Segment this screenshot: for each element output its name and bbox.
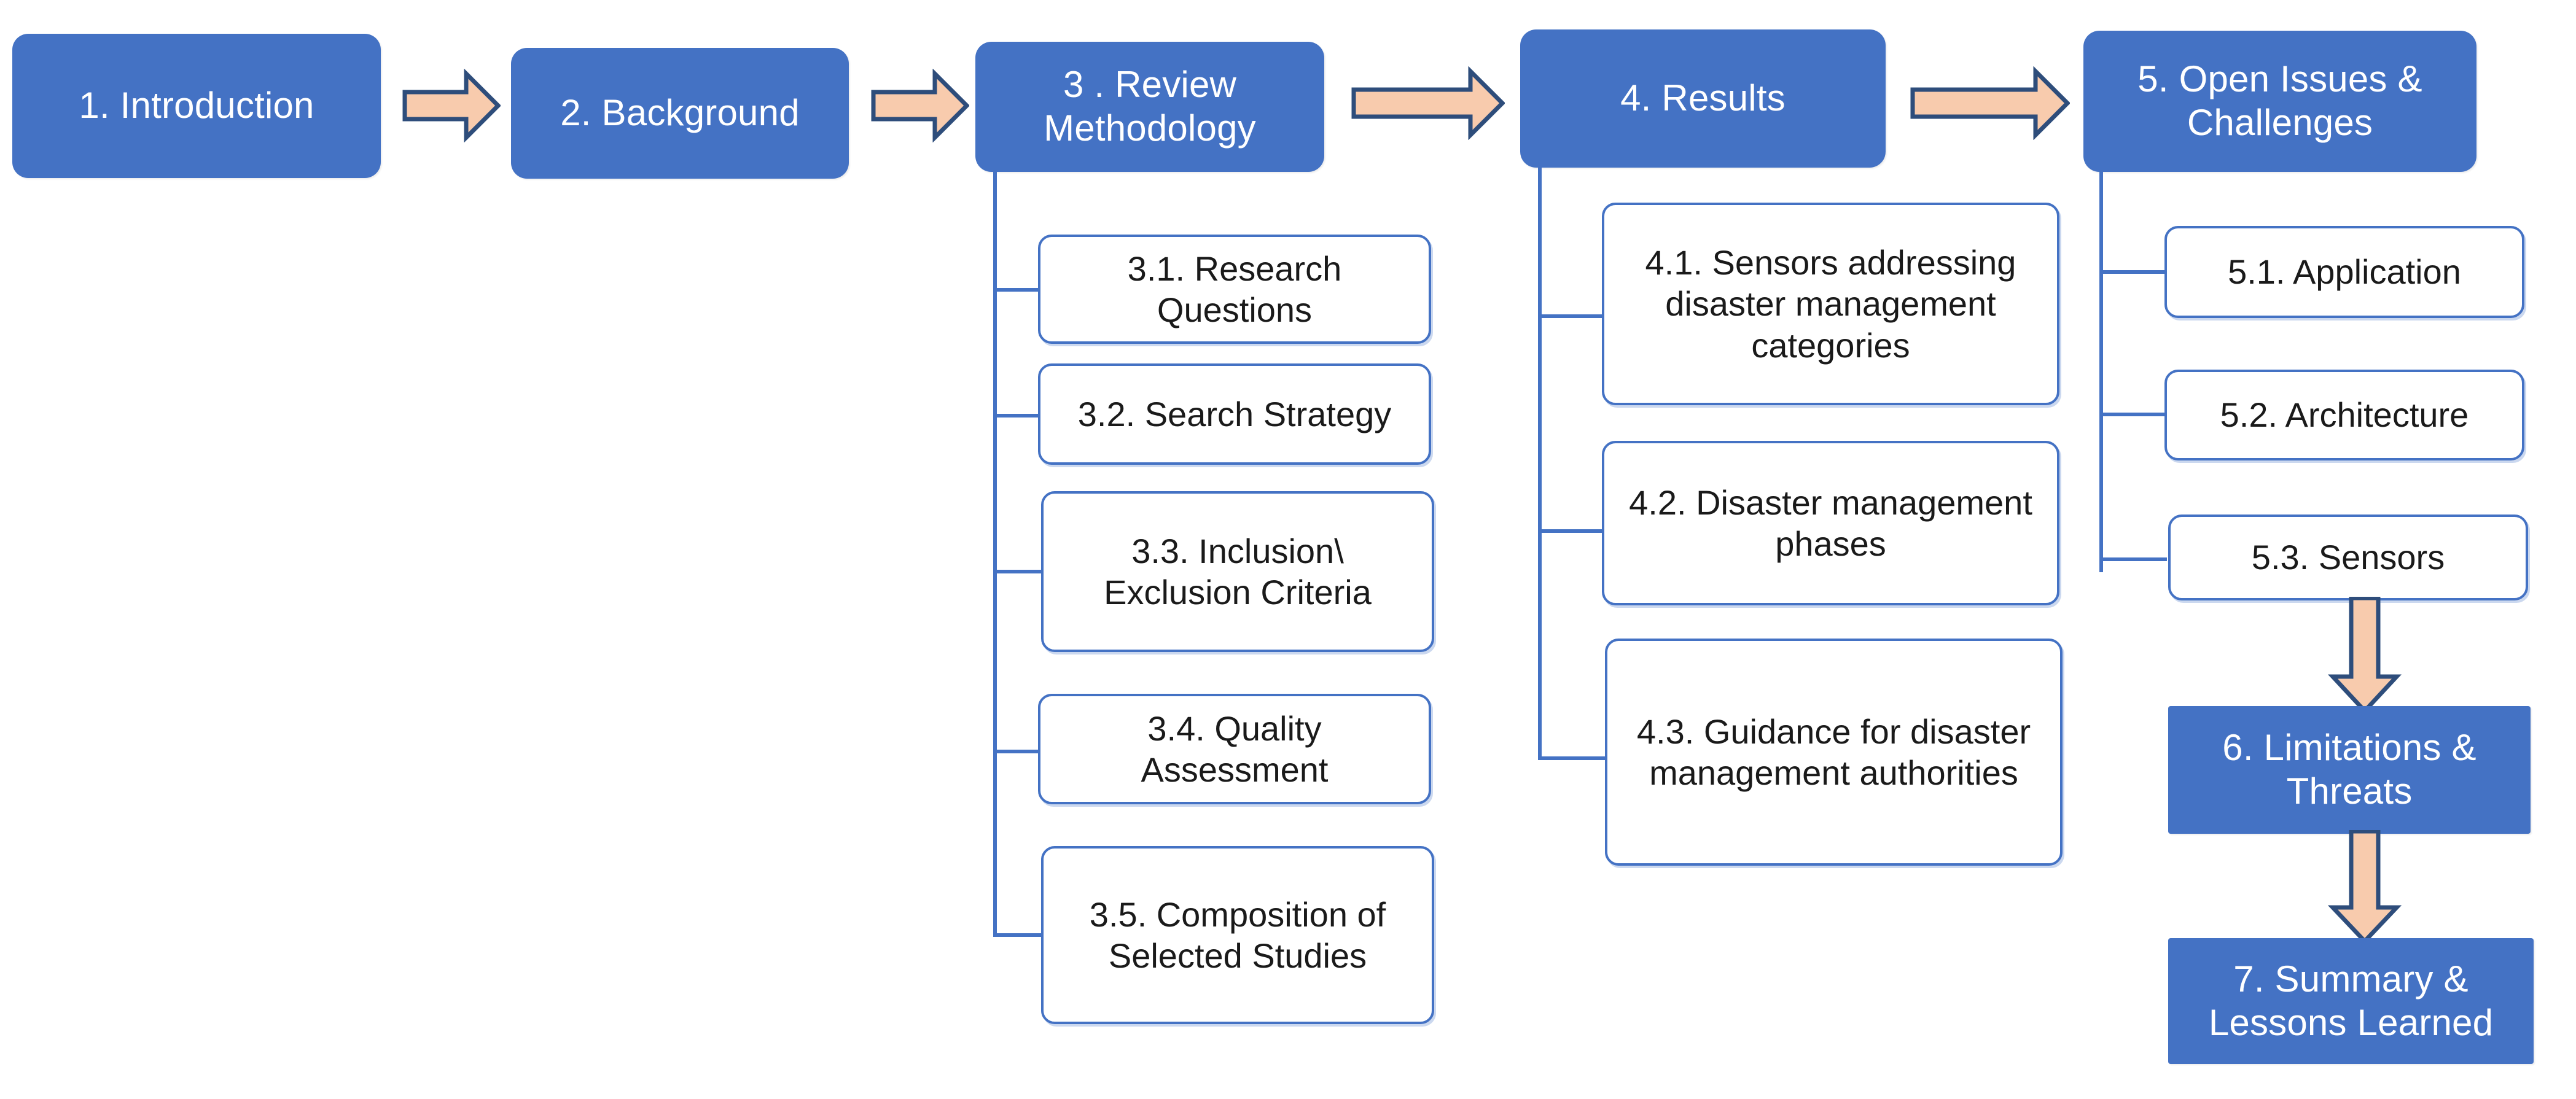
subnode-3-1-research-questions[interactable]: 3.1. Research Questions bbox=[1038, 235, 1431, 344]
arrow-background-to-methodology bbox=[871, 69, 969, 142]
subnode-4-2-disaster-management-phases[interactable]: 4.2. Disaster management phases bbox=[1602, 441, 2059, 605]
subnode-3-5-composition-of-selected-studies[interactable]: 3.5. Composition of Selected Studies bbox=[1041, 846, 1434, 1024]
subnode-4-3-guidance-for-disaster-management-authorities[interactable]: 4.3. Guidance for disaster management au… bbox=[1605, 639, 2063, 866]
connector-stub-4-1 bbox=[1538, 314, 1606, 318]
node-label: 3 . Review Methodology bbox=[1044, 64, 1256, 149]
subnode-label: 4.2. Disaster management phases bbox=[1629, 483, 2032, 563]
arrow-intro-to-background bbox=[402, 69, 501, 142]
subnode-label: 5.3. Sensors bbox=[2251, 538, 2445, 577]
subnode-label: 3.3. Inclusion\ Exclusion Criteria bbox=[1104, 531, 1372, 612]
connector-stub-5-2 bbox=[2099, 413, 2167, 416]
subnode-label: 5.2. Architecture bbox=[2220, 395, 2469, 435]
subnode-label: 3.1. Research Questions bbox=[1127, 249, 1342, 329]
node-label: 6. Limitations & Threats bbox=[2222, 727, 2476, 812]
subnode-5-2-architecture[interactable]: 5.2. Architecture bbox=[2164, 370, 2524, 460]
subnode-3-3-inclusion-exclusion-criteria[interactable]: 3.3. Inclusion\ Exclusion Criteria bbox=[1041, 491, 1434, 652]
node-2-background[interactable]: 2. Background bbox=[511, 48, 849, 179]
connector-trunk-node-4 bbox=[1538, 168, 1542, 760]
node-label: 1. Introduction bbox=[79, 85, 314, 126]
arrow-methodology-to-results bbox=[1351, 66, 1505, 140]
subnode-3-2-search-strategy[interactable]: 3.2. Search Strategy bbox=[1038, 363, 1431, 465]
node-4-results[interactable]: 4. Results bbox=[1520, 29, 1886, 168]
node-label: 7. Summary & Lessons Learned bbox=[2208, 958, 2494, 1043]
subnode-label: 4.1. Sensors addressing disaster managem… bbox=[1645, 243, 2016, 365]
connector-stub-3-1 bbox=[993, 288, 1042, 292]
node-label: 4. Results bbox=[1620, 77, 1786, 119]
node-label: 2. Background bbox=[560, 92, 800, 134]
connector-trunk-node-5 bbox=[2099, 172, 2103, 572]
subnode-label: 4.3. Guidance for disaster management au… bbox=[1636, 712, 2031, 792]
subnode-5-1-application[interactable]: 5.1. Application bbox=[2164, 226, 2524, 318]
connector-stub-3-5 bbox=[993, 933, 1042, 937]
connector-stub-4-3 bbox=[1538, 756, 1606, 760]
connector-stub-5-3 bbox=[2099, 557, 2167, 561]
subnode-label: 3.4. Quality Assessment bbox=[1141, 709, 1329, 789]
connector-stub-5-1 bbox=[2099, 270, 2167, 274]
subnode-5-3-sensors[interactable]: 5.3. Sensors bbox=[2168, 515, 2528, 600]
node-5-open-issues-challenges[interactable]: 5. Open Issues & Challenges bbox=[2083, 31, 2476, 172]
arrow-results-to-open-issues bbox=[1910, 66, 2070, 140]
connector-stub-3-4 bbox=[993, 750, 1042, 753]
subnode-3-4-quality-assessment[interactable]: 3.4. Quality Assessment bbox=[1038, 694, 1431, 804]
arrow-sensors-to-limitations bbox=[2328, 597, 2402, 713]
node-label: 5. Open Issues & Challenges bbox=[2137, 58, 2422, 143]
subnode-label: 3.5. Composition of Selected Studies bbox=[1089, 895, 1386, 975]
subnode-label: 5.1. Application bbox=[2228, 252, 2461, 292]
node-1-introduction[interactable]: 1. Introduction bbox=[12, 34, 381, 178]
connector-stub-3-2 bbox=[993, 414, 1042, 417]
connector-trunk-node-3 bbox=[993, 172, 997, 937]
arrow-limitations-to-summary bbox=[2328, 830, 2402, 944]
node-6-limitations-threats[interactable]: 6. Limitations & Threats bbox=[2168, 706, 2531, 834]
subnode-4-1-sensors-addressing-disaster-management-categories[interactable]: 4.1. Sensors addressing disaster managem… bbox=[1602, 203, 2059, 405]
node-7-summary-lessons-learned[interactable]: 7. Summary & Lessons Learned bbox=[2168, 938, 2534, 1064]
node-3-review-methodology[interactable]: 3 . Review Methodology bbox=[975, 42, 1324, 172]
subnode-label: 3.2. Search Strategy bbox=[1077, 394, 1392, 433]
connector-stub-4-2 bbox=[1538, 529, 1606, 533]
connector-stub-3-3 bbox=[993, 570, 1042, 573]
